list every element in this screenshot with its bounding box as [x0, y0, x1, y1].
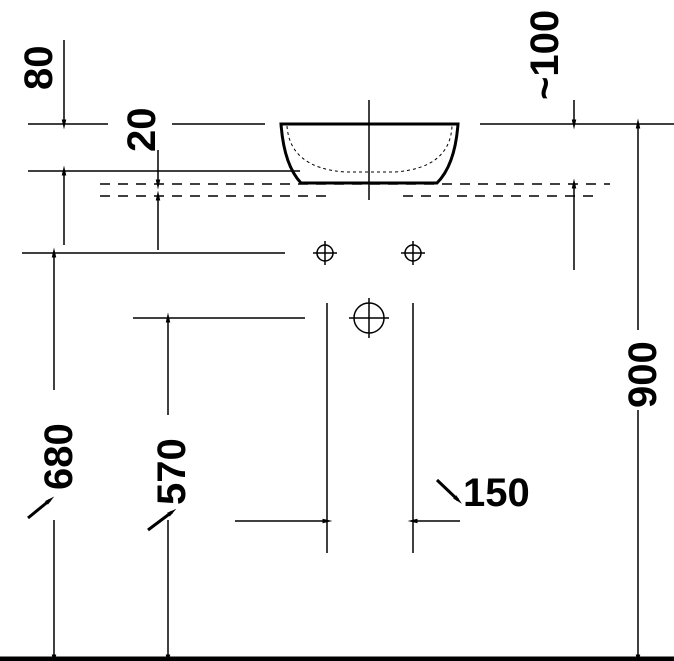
dim-570: 570 [150, 438, 194, 505]
dim-900: 900 [621, 341, 665, 408]
dim-100: ~100 [523, 10, 567, 100]
valve-left [313, 241, 337, 265]
dim-150: 150 [463, 471, 530, 515]
valve-right [401, 241, 425, 265]
dim-680: 680 [37, 423, 81, 490]
dim-80: 80 [17, 46, 61, 91]
dim-20: 20 [120, 108, 164, 153]
basin [279, 122, 460, 185]
drain [349, 298, 389, 338]
